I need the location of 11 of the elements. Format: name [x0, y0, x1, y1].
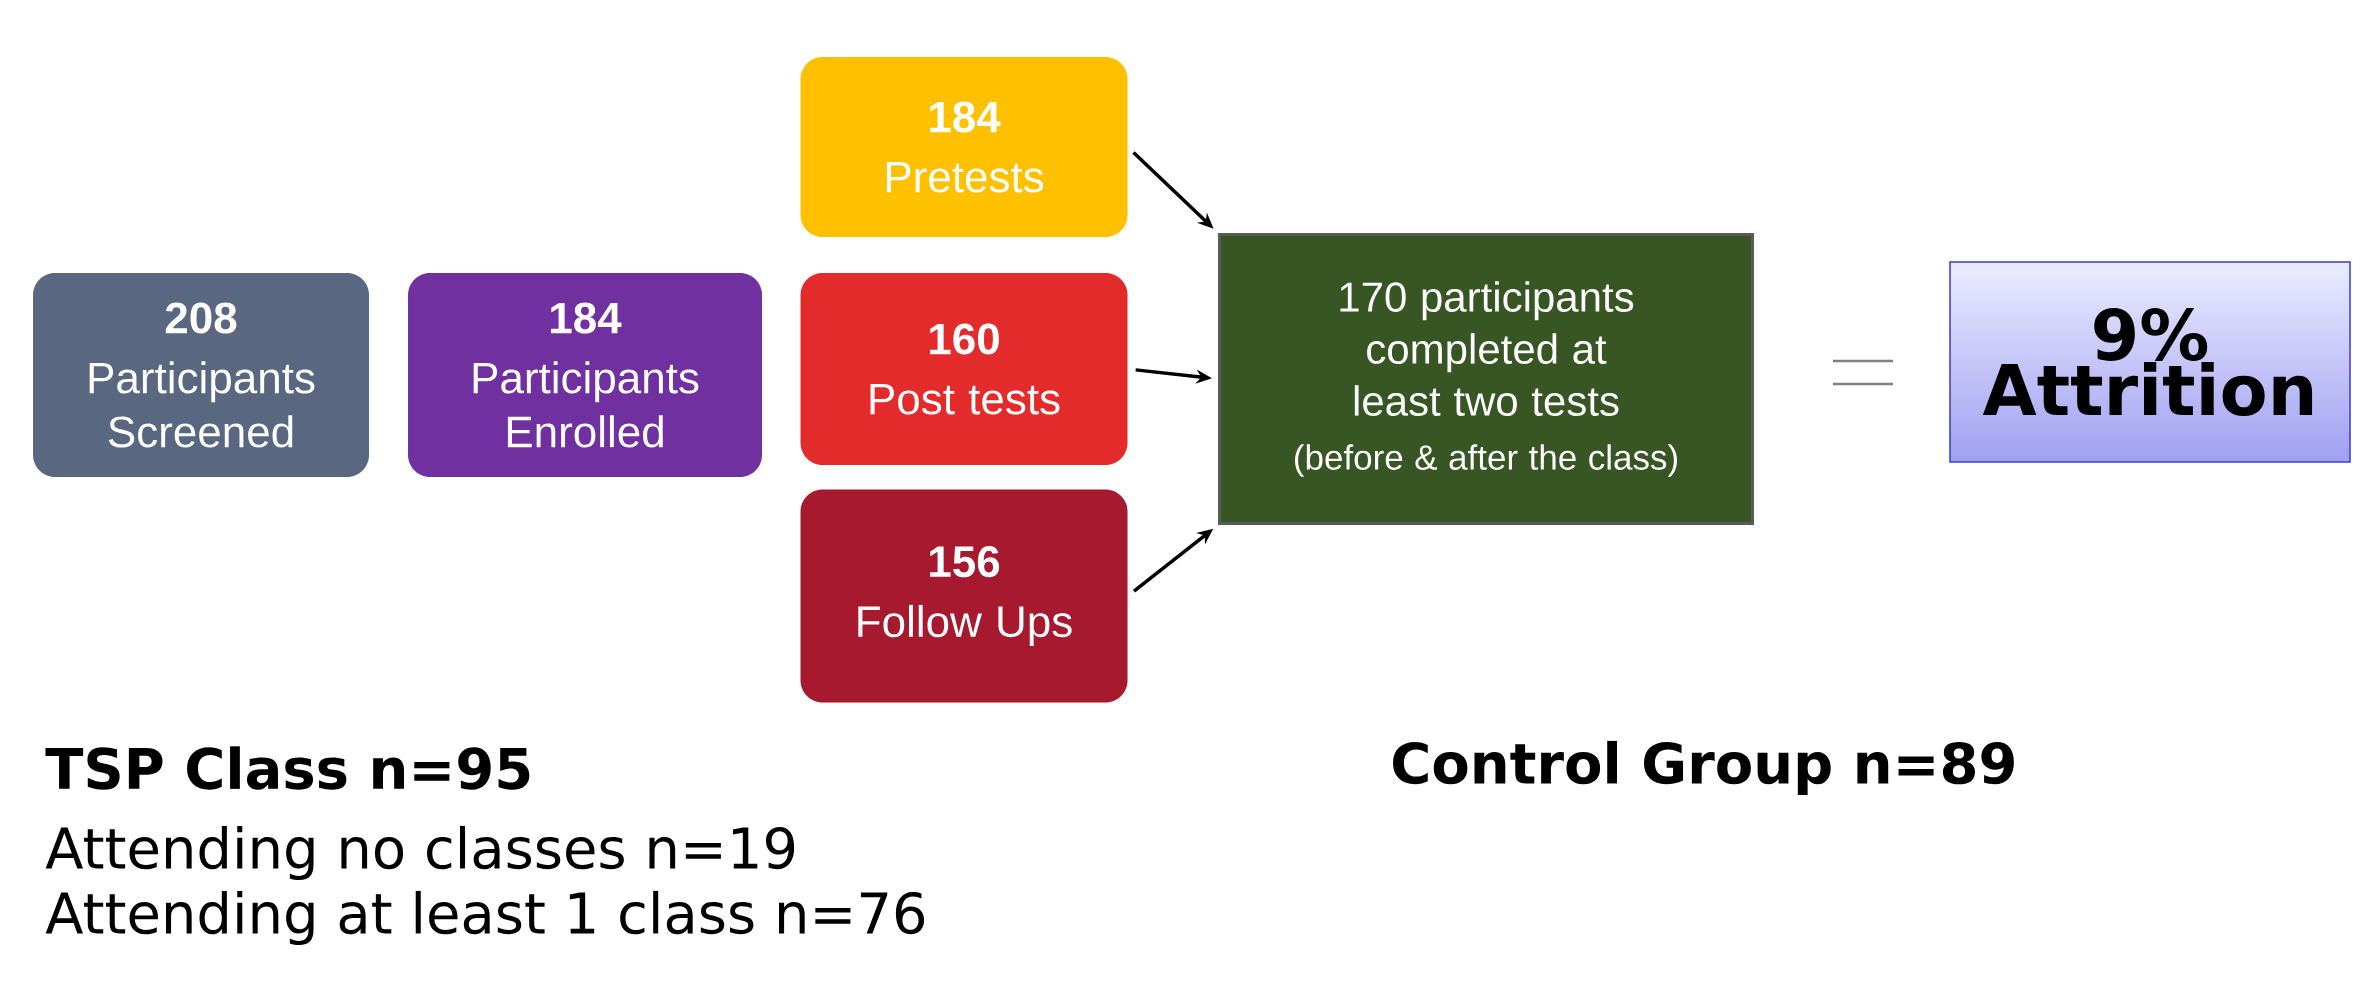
count-box: 184 Pretests — [800, 57, 1128, 237]
count-box: 160 Post tests — [800, 273, 1128, 465]
result-box: 9% Attrition — [1949, 261, 2351, 463]
count-box: 156 Follow Ups — [800, 489, 1128, 703]
summary-box: 170 participants completed at least two tests (before & after the class) — [1218, 233, 1754, 525]
count-box: 184 Participants Enrolled — [408, 273, 762, 477]
note-text: Attending at least 1 class n=76 — [45, 890, 925, 946]
group-heading: TSP Class n=95 — [45, 746, 530, 790]
note-text: Attending no classes n=19 — [45, 825, 795, 881]
count-box: 208 Participants Screened — [33, 273, 369, 477]
group-heading: Control Group n=89 — [1393, 740, 2014, 796]
